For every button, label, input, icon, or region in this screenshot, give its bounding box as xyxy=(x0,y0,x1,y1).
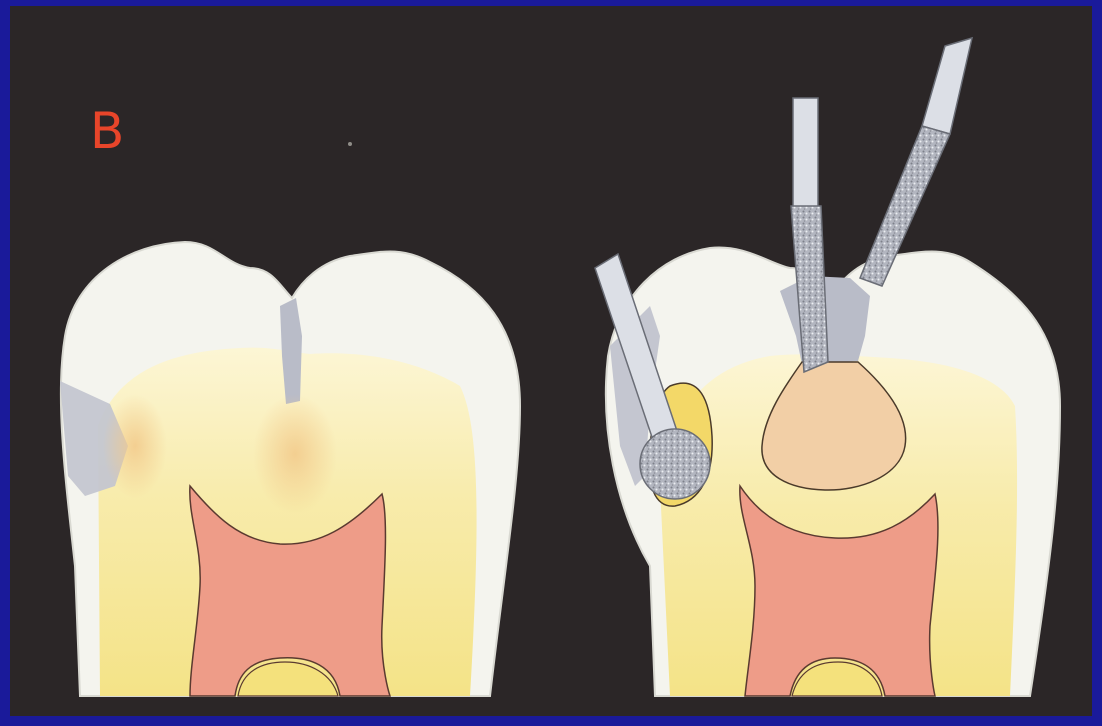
straight-bur-shank xyxy=(793,98,818,208)
left-occlusal-stain xyxy=(253,394,337,514)
tooth-illustration xyxy=(10,6,1092,716)
tapered-bur-shank xyxy=(922,38,972,134)
figure-label: B xyxy=(90,106,124,156)
round-bur-head xyxy=(640,429,710,499)
figure-frame: B xyxy=(10,6,1092,716)
tapered-fissure-bur xyxy=(860,38,972,286)
carious-tooth xyxy=(60,242,520,696)
speck xyxy=(348,142,352,146)
left-proximal-stain xyxy=(103,394,167,498)
